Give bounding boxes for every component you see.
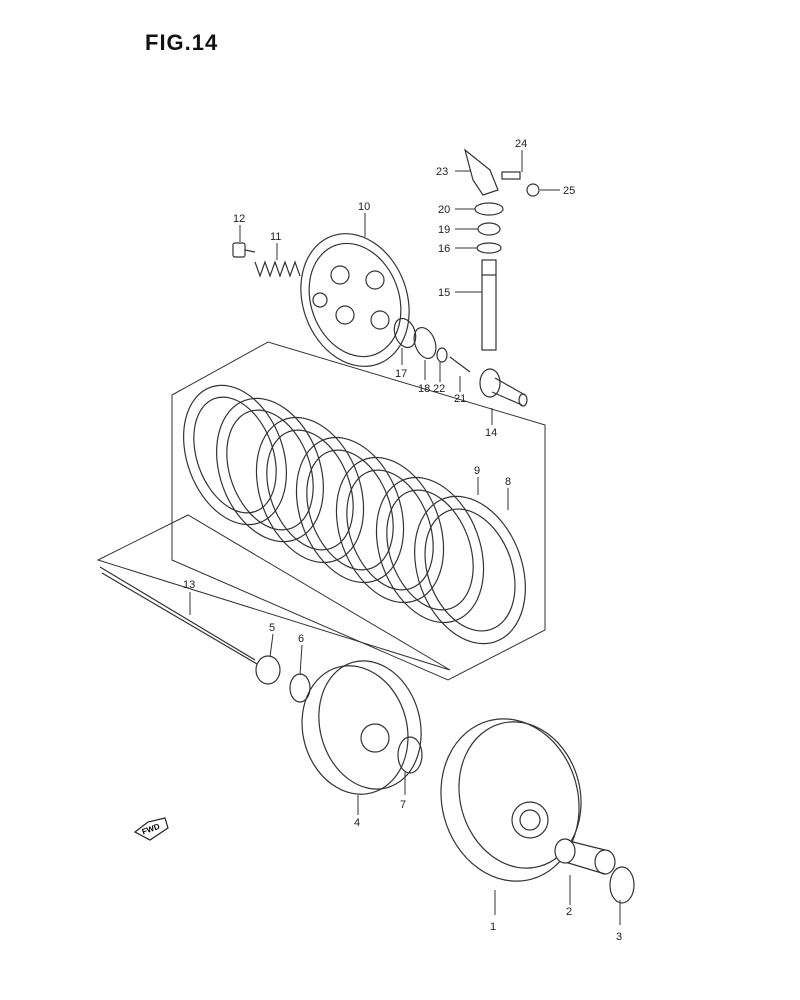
callout-22: 22 [433,383,445,395]
pressure-plate [300,233,410,367]
callout-8: 8 [505,476,511,488]
washer-17 [393,317,417,349]
plate-stack-outline [171,341,546,681]
shaft-outline [96,514,451,671]
callout-labels: 1 2 3 4 5 6 7 8 9 10 11 12 13 14 15 16 1… [183,138,622,943]
callout-19: 19 [438,224,450,236]
callout-1: 1 [490,921,496,933]
callout-24: 24 [515,138,527,150]
callout-13: 13 [183,579,195,591]
release-arm [463,148,499,196]
callout-9: 9 [474,465,480,477]
callout-21: 21 [454,393,466,405]
callout-5: 5 [269,622,275,634]
clutch-plates [183,384,526,645]
callout-23: 23 [436,166,448,178]
oil-seal-16 [476,242,502,254]
leader-lines [189,150,621,925]
screw-25 [526,183,540,197]
callout-2: 2 [566,906,572,918]
clutch-spring-bolt [232,242,256,258]
callout-4: 4 [354,817,360,829]
bushing [554,838,616,875]
callout-15: 15 [438,287,450,299]
washer-7 [397,736,423,774]
callout-25: 25 [563,185,575,197]
washer-3 [609,866,635,904]
callout-20: 20 [438,204,450,216]
bolt-24 [501,171,521,180]
clutch-housing [440,718,582,882]
callout-14: 14 [485,427,497,439]
callout-3: 3 [616,931,622,943]
callout-6: 6 [298,633,304,645]
callout-16: 16 [438,243,450,255]
bearing-19 [477,222,501,236]
forward-direction-arrow: FWD [133,817,169,841]
figure-title: FIG.14 [145,30,219,55]
washer-22 [436,347,448,363]
pin-21 [449,356,471,373]
bearing-18 [413,326,437,360]
callout-7: 7 [400,799,406,811]
clutch-spring [254,260,301,278]
callout-10: 10 [358,201,370,213]
sleeve-hub [301,660,422,795]
release-shaft [481,259,497,351]
push-piece [479,368,528,407]
callout-17: 17 [395,368,407,380]
push-rod [99,566,258,665]
washer-20 [474,202,504,216]
callout-11: 11 [270,231,281,243]
nut-5 [255,655,281,685]
callout-12: 12 [233,213,245,225]
callout-18: 18 [418,383,430,395]
